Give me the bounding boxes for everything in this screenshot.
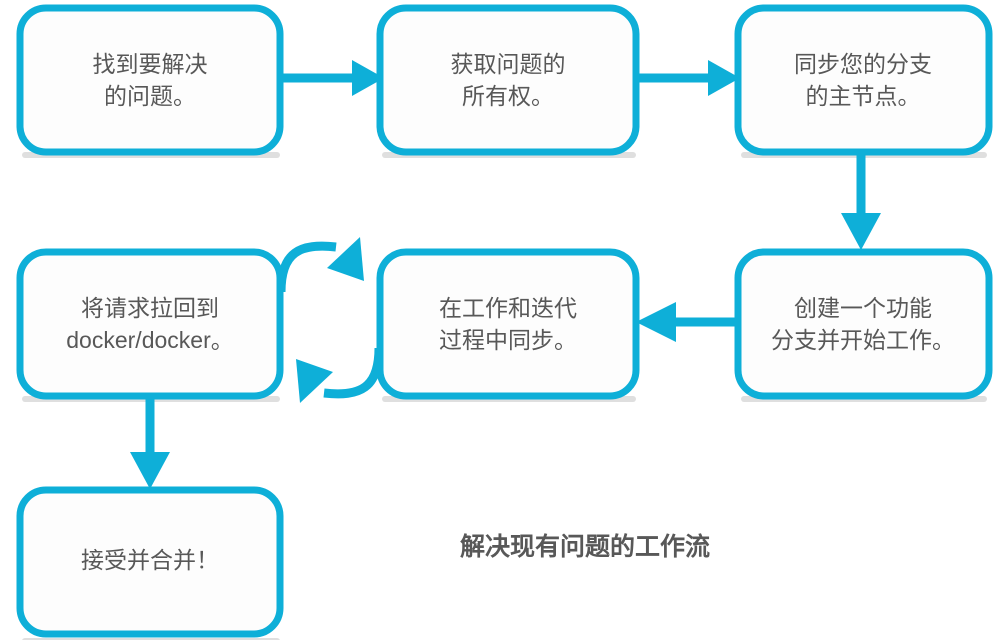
node-find-issue[interactable]: 找到要解决 的问题。 bbox=[16, 4, 284, 156]
connector-create-branch-to-sync-working bbox=[636, 302, 740, 342]
node-sync-while-working-line2: 过程中同步。 bbox=[439, 327, 577, 353]
node-pull-request-back-line2: docker/docker。 bbox=[66, 327, 233, 353]
node-claim-ownership-line2: 所有权。 bbox=[462, 83, 554, 109]
node-accept-and-merge-line1: 接受并合并！ bbox=[81, 547, 219, 573]
node-sync-while-working[interactable]: 在工作和迭代 过程中同步。 bbox=[376, 248, 640, 400]
node-claim-ownership-shape[interactable] bbox=[376, 4, 640, 156]
node-pull-request-back-line1: 将请求拉回到 bbox=[81, 295, 219, 321]
node-pull-request-back[interactable]: 将请求拉回到 docker/docker。 bbox=[16, 248, 284, 400]
connector-pull-request-to-merge bbox=[130, 390, 170, 489]
arrowhead-down bbox=[130, 452, 170, 489]
node-sync-while-working-line1: 在工作和迭代 bbox=[439, 295, 577, 321]
node-sync-while-working-shape[interactable] bbox=[376, 248, 640, 400]
arrowhead-right bbox=[352, 60, 384, 96]
arrowhead-right bbox=[708, 60, 740, 96]
node-sync-fork-master-line1: 同步您的分支 bbox=[794, 51, 932, 77]
arrowhead-down-left bbox=[296, 359, 333, 403]
node-pull-request-back-shape[interactable] bbox=[16, 248, 284, 400]
connector-find-to-claim bbox=[276, 60, 384, 96]
connector-sync-working-loop-bottom bbox=[296, 347, 384, 403]
connector-claim-to-sync-master bbox=[632, 60, 740, 96]
node-find-issue-line1: 找到要解决 bbox=[93, 51, 208, 77]
connector-sync-working-loop-top bbox=[276, 237, 364, 293]
arrowhead-left bbox=[636, 302, 676, 342]
node-create-feature-branch-line2: 分支并开始工作。 bbox=[771, 327, 955, 353]
node-find-issue-shape[interactable] bbox=[16, 4, 284, 156]
node-sync-fork-master-shape[interactable] bbox=[734, 4, 993, 156]
node-create-feature-branch[interactable]: 创建一个功能 分支并开始工作。 bbox=[734, 248, 993, 400]
node-create-feature-branch-line1: 创建一个功能 bbox=[794, 295, 932, 321]
arrowhead-up-right bbox=[327, 237, 364, 281]
node-accept-and-merge[interactable]: 接受并合并！ bbox=[16, 486, 284, 638]
node-create-feature-branch-shape[interactable] bbox=[734, 248, 993, 400]
node-claim-ownership-line1: 获取问题的 bbox=[451, 51, 566, 77]
diagram-caption: 解决现有问题的工作流 bbox=[460, 532, 710, 561]
node-claim-ownership[interactable]: 获取问题的 所有权。 bbox=[376, 4, 640, 156]
connectors bbox=[130, 60, 881, 489]
connector-sync-master-to-create-branch bbox=[841, 146, 881, 250]
arrowhead-down bbox=[841, 213, 881, 250]
node-accept-and-merge-shape[interactable] bbox=[16, 486, 284, 638]
node-find-issue-line2: 的问题。 bbox=[104, 83, 196, 109]
node-sync-fork-master-line2: 的主节点。 bbox=[806, 83, 921, 109]
node-sync-fork-master[interactable]: 同步您的分支 的主节点。 bbox=[734, 4, 993, 156]
